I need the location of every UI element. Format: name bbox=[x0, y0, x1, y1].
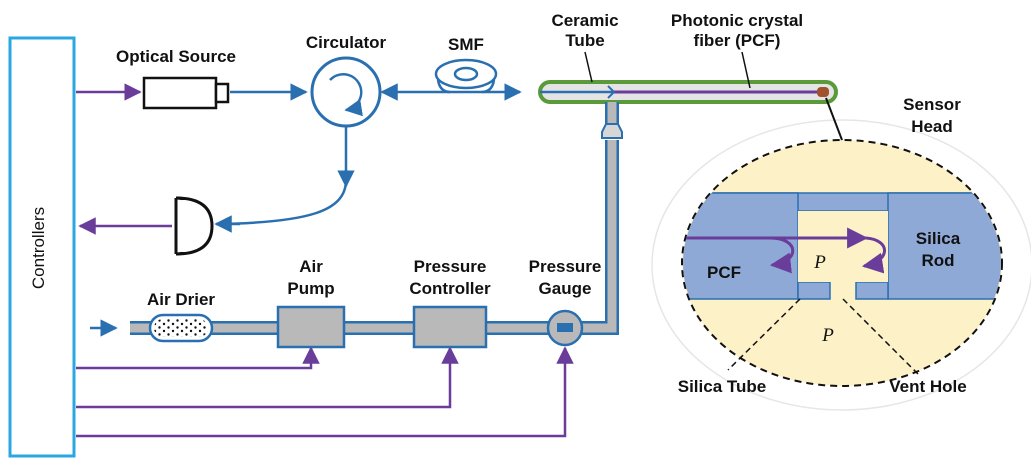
pressure-symbol-outer: P bbox=[821, 325, 834, 346]
smf-coil-inner bbox=[453, 66, 479, 82]
silica-rod-block bbox=[887, 192, 1001, 300]
light-reflect-left bbox=[769, 236, 795, 274]
sensor-head-label-2: Head bbox=[911, 117, 953, 136]
optical-source-nozzle bbox=[214, 82, 230, 104]
silica-rod-label-2: Rod bbox=[921, 251, 954, 270]
pcf-title-label-2: fiber (PCF) bbox=[694, 31, 781, 50]
sensor-head-label-1: Sensor bbox=[903, 95, 961, 114]
silica-tube-bottom-wall-left bbox=[797, 281, 831, 300]
sensor-head-tip bbox=[817, 87, 829, 97]
air-drier-label: Air Drier bbox=[147, 290, 215, 309]
circulator-arrow bbox=[329, 73, 363, 117]
pressure-symbol-inner: P bbox=[813, 252, 826, 273]
vent-hole-label: Vent Hole bbox=[889, 377, 966, 396]
pressure-gauge-label-2: Gauge bbox=[539, 279, 592, 298]
sensor-head-halo bbox=[651, 119, 1031, 411]
optical-source-body bbox=[142, 76, 218, 110]
controllers-box bbox=[8, 36, 76, 458]
optical-source-label: Optical Source bbox=[116, 47, 236, 66]
pressure-gauge-display bbox=[557, 323, 573, 332]
light-reflect-right bbox=[861, 236, 886, 274]
pressure-controller bbox=[412, 305, 488, 349]
fiber-circulator-detector bbox=[221, 126, 348, 226]
tube-connector bbox=[601, 123, 623, 139]
air-pump-label-2: Pump bbox=[287, 279, 334, 298]
control-line-air-pump bbox=[76, 346, 320, 370]
silica-rod-label-1: Silica bbox=[916, 229, 961, 248]
smf-label: SMF bbox=[448, 35, 484, 54]
silica-tube-label: Silica Tube bbox=[678, 377, 767, 396]
control-line-pressure-gauge bbox=[76, 346, 574, 438]
pcf-title-label-1: Photonic crystal bbox=[671, 11, 803, 30]
ceramic-tube-label-1: Ceramic bbox=[551, 11, 618, 30]
circulator-icon bbox=[310, 56, 382, 128]
pcf-label: PCF bbox=[707, 263, 741, 282]
cavity bbox=[798, 211, 888, 282]
controllers-label: Controllers bbox=[29, 207, 48, 289]
silica-tube-bottom-wall-right bbox=[855, 281, 889, 300]
air-pump-label-1: Air bbox=[299, 257, 323, 276]
air-pump bbox=[276, 305, 346, 349]
pcf-block bbox=[683, 192, 799, 300]
control-line-pressure-controller bbox=[76, 346, 459, 409]
circulator-label: Circulator bbox=[306, 33, 387, 52]
pressure-controller-label-2: Controller bbox=[409, 279, 491, 298]
ceramic-tube-label-2: Tube bbox=[565, 31, 604, 50]
pressure-controller-label-1: Pressure bbox=[414, 257, 487, 276]
pressure-gauge-label-1: Pressure bbox=[529, 257, 602, 276]
smf-coil-outer bbox=[434, 58, 498, 90]
